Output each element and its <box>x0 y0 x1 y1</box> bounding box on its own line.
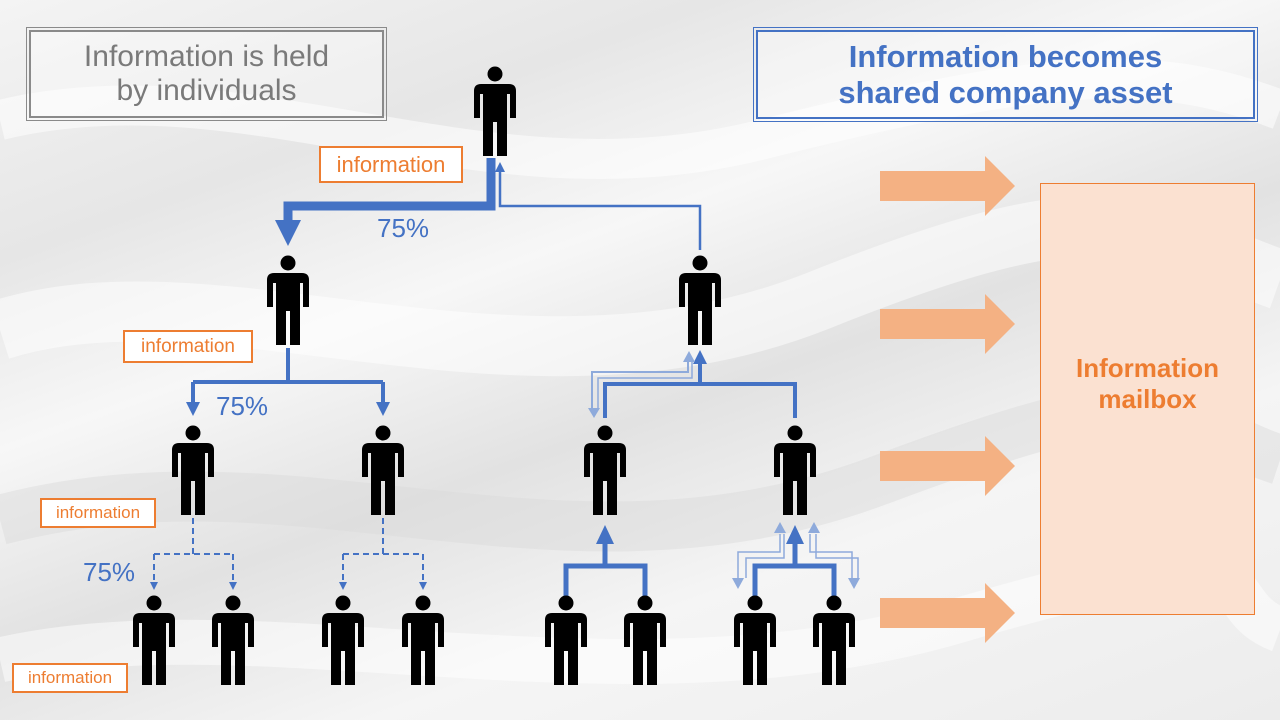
thick-flow-line <box>283 158 496 222</box>
arrow-down-icon <box>419 582 427 590</box>
percentage-label: 75% <box>83 557 136 587</box>
person-icon <box>212 595 254 685</box>
title-individuals: Information is held by individuals <box>26 27 387 121</box>
arrow-up-icon <box>786 525 804 544</box>
dashed-flow-line <box>153 518 234 582</box>
thick-flow-line <box>752 540 837 596</box>
right-tree-connectors <box>563 350 860 596</box>
arrow-up-icon <box>495 162 505 172</box>
feedback-line <box>591 362 689 410</box>
arrow-down-icon <box>150 582 158 590</box>
medium-flow-line <box>603 362 797 418</box>
information-label: information <box>319 146 463 183</box>
person-icon <box>474 66 516 156</box>
feedback-line <box>809 534 853 578</box>
thick-flow-line <box>563 540 648 596</box>
arrow-right-icon <box>880 294 1015 354</box>
arrow-up-icon <box>596 525 614 544</box>
arrow-up-icon <box>808 522 820 533</box>
percentage-label: 75% <box>216 391 269 421</box>
person-icon <box>734 595 776 685</box>
information-label: information <box>123 330 253 363</box>
feedback-line <box>745 534 785 578</box>
person-icon <box>402 595 444 685</box>
arrow-right-icon <box>880 436 1015 496</box>
title-shared-asset: Information becomes shared company asset <box>753 27 1258 122</box>
person-icon <box>322 595 364 685</box>
arrow-down-icon <box>588 408 600 418</box>
arrow-right-icon <box>880 583 1015 643</box>
mailbox-label: Information mailbox <box>1076 352 1219 414</box>
arrow-down-icon <box>848 578 860 589</box>
person-icon <box>813 595 855 685</box>
medium-flow-line <box>191 348 385 404</box>
arrow-down-icon <box>339 582 347 590</box>
arrow-right-icon <box>880 156 1015 216</box>
feedback-line <box>597 362 693 410</box>
person-icon <box>679 255 721 345</box>
arrow-down-icon <box>376 402 390 416</box>
arrow-down-icon <box>229 582 237 590</box>
person-icon <box>774 425 816 515</box>
thin-flow-line <box>498 170 702 250</box>
arrow-down-icon <box>275 220 301 246</box>
person-icon <box>172 425 214 515</box>
person-icon <box>545 595 587 685</box>
information-label: information <box>40 498 156 528</box>
person-icon <box>133 595 175 685</box>
person-icon <box>624 595 666 685</box>
arrow-down-icon <box>186 402 200 416</box>
dashed-flow-line <box>342 518 424 582</box>
information-mailbox: Information mailbox <box>1040 183 1255 615</box>
arrow-down-icon <box>732 578 744 589</box>
person-icon <box>362 425 404 515</box>
arrow-up-icon <box>693 350 707 364</box>
arrow-up-icon <box>774 522 786 533</box>
percentage-label: 75% <box>377 213 430 243</box>
person-icon <box>584 425 626 515</box>
information-label: information <box>12 663 128 693</box>
left-tree-connectors <box>150 158 702 590</box>
feedback-line <box>815 534 859 578</box>
person-icon <box>267 255 309 345</box>
arrow-up-icon <box>683 351 695 362</box>
feedback-line <box>737 534 781 578</box>
